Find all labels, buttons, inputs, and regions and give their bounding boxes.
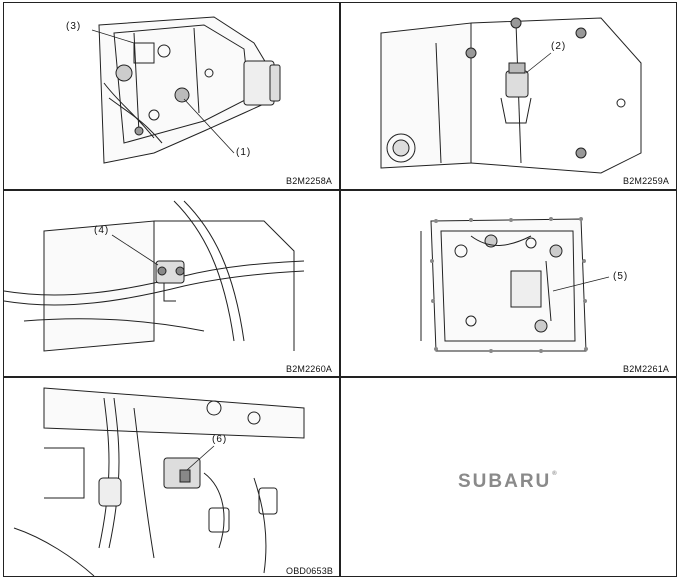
figure-panel-1: (3) (1) B2M2258A: [4, 3, 339, 189]
callout-6: (6): [212, 434, 228, 445]
connector-illustration: [13, 387, 305, 576]
figure-panel-4: (5) B2M2261A: [341, 191, 678, 376]
row-divider-2: [4, 376, 676, 378]
figure-panel-5: (6) OBD0653B: [4, 378, 339, 576]
subaru-logo: SUBARU®: [458, 471, 559, 492]
harness-illustration: [4, 200, 305, 352]
row-divider-1: [4, 189, 676, 191]
callout-5: (5): [613, 271, 629, 282]
figure-sheet: (3) (1) B2M2258A (2): [3, 2, 677, 577]
valve-body-illustration: [420, 217, 610, 353]
callout-2: (2): [551, 41, 567, 52]
figure-panel-3: (4) B2M2260A: [4, 191, 339, 376]
figure-panel-2: (2) B2M2259A: [341, 3, 678, 189]
column-divider: [339, 3, 341, 576]
callout-3: (3): [66, 21, 82, 32]
figure-code: B2M2261A: [623, 364, 670, 374]
figure-code: B2M2260A: [286, 364, 333, 374]
switch-illustration: [380, 17, 642, 174]
figure-code: OBD0653B: [286, 566, 334, 576]
figure-code: B2M2258A: [286, 176, 333, 186]
figure-code: B2M2259A: [623, 176, 670, 186]
callout-1: (1): [236, 147, 252, 158]
transmission-illustration: [91, 16, 281, 164]
logo-panel: SUBARU®: [341, 378, 678, 576]
callout-4: (4): [94, 225, 110, 236]
